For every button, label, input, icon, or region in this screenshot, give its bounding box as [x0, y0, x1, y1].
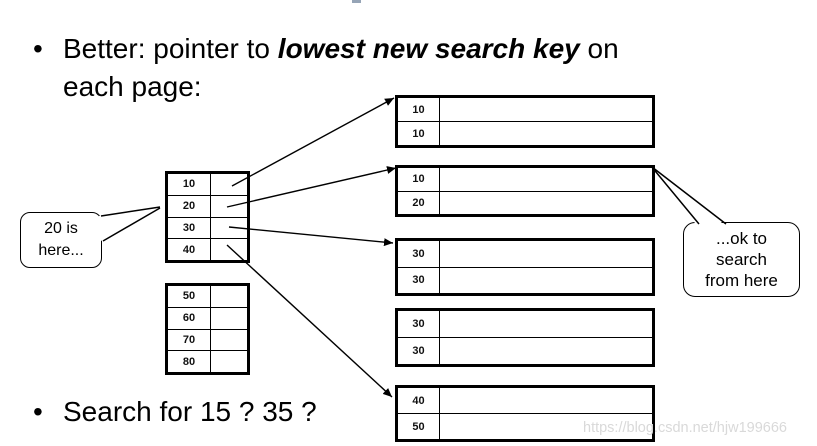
callout-text: search: [715, 250, 768, 269]
table-row: 70: [168, 329, 247, 352]
key-cell: 30: [398, 311, 440, 337]
table-row: 30: [398, 311, 652, 338]
watermark: https://blog.csdn.net/hjw199666: [583, 420, 787, 436]
record-cell: [440, 268, 652, 294]
pointer-cell: [211, 218, 247, 239]
table-row: 30: [398, 241, 652, 268]
key-cell: 50: [398, 414, 440, 439]
table-row: 60: [168, 307, 247, 330]
record-cell: [440, 98, 652, 121]
key-cell: 20: [398, 191, 440, 214]
search-question: Search for 15 ? 35 ?: [63, 396, 317, 427]
table-row: 80: [168, 351, 247, 372]
page-title: Better: pointer to lowest new search key…: [63, 30, 619, 106]
table-row: 10: [398, 98, 652, 122]
table-row: 30: [398, 267, 652, 294]
key-cell: 40: [168, 239, 211, 260]
callout-text: here...: [38, 242, 84, 259]
table-row: 10: [398, 168, 652, 192]
key-cell: 30: [398, 241, 440, 267]
leaf-page-5: 40 50: [395, 385, 655, 442]
table-row: 50: [168, 286, 247, 308]
callout-tail-left-outline: [100, 206, 161, 242]
record-cell: [440, 241, 652, 267]
table-row: 30: [168, 217, 247, 240]
table-row: 50: [398, 414, 652, 439]
arrow-key10: [231, 97, 395, 187]
callout-tail-right: [651, 166, 727, 227]
key-cell: 10: [398, 168, 440, 191]
index-page-bottom: 50 60 70 80: [165, 283, 250, 375]
key-cell: 50: [168, 286, 211, 307]
title-prefix: Better: pointer to: [63, 33, 278, 64]
key-cell: 40: [398, 388, 440, 413]
record-cell: [440, 338, 652, 364]
leaf-page-3: 30 30: [395, 238, 655, 296]
key-cell: 60: [168, 307, 211, 329]
callout-text: ...ok to: [715, 229, 768, 248]
table-row: 10: [398, 122, 652, 145]
callout-20-is-here: 20 is here...: [20, 212, 102, 268]
table-row: 40: [398, 388, 652, 414]
bullet-icon: •: [33, 396, 43, 427]
index-page-top: 10 20 30 40: [165, 171, 250, 263]
record-cell: [440, 168, 652, 191]
table-row: 20: [398, 191, 652, 215]
callout-text: 20 is: [44, 220, 78, 237]
key-cell: 10: [168, 174, 211, 195]
table-row: 10: [168, 174, 247, 196]
key-cell: 80: [168, 351, 211, 372]
arrow-key30: [228, 226, 394, 247]
key-cell: 30: [168, 217, 211, 239]
pointer-cell: [211, 196, 247, 217]
title-suffix: on: [579, 33, 619, 64]
key-cell: 70: [168, 329, 211, 351]
pointer-cell: [211, 308, 247, 329]
leaf-page-4: 30 30: [395, 308, 655, 367]
callout-tail-left: [99, 207, 160, 241]
leaf-page-1: 10 10: [395, 95, 655, 148]
title-emphasis: lowest new search key: [277, 33, 580, 64]
table-row: 20: [168, 195, 247, 218]
record-cell: [440, 388, 652, 413]
record-cell: [440, 311, 652, 337]
pointer-cell: [211, 286, 247, 307]
key-cell: 10: [398, 122, 440, 145]
pointer-cell: [211, 351, 247, 372]
table-row: 30: [398, 338, 652, 364]
key-cell: 30: [398, 338, 440, 364]
leaf-page-2: 10 20: [395, 165, 655, 217]
callout-tail-right-outline: [650, 165, 727, 225]
arrow-key20: [226, 166, 397, 208]
pointer-cell: [211, 330, 247, 351]
title-line2: each page:: [63, 71, 202, 102]
arrow-key40: [226, 244, 393, 398]
callout-text: from here: [705, 271, 778, 290]
record-cell: [440, 122, 652, 145]
artifact-mark: [352, 0, 361, 3]
pointer-cell: [211, 174, 247, 195]
record-cell: [440, 192, 652, 215]
key-cell: 10: [398, 98, 440, 121]
callout-ok-to-search: ...ok to search from here: [683, 222, 800, 297]
key-cell: 20: [168, 195, 211, 217]
bullet-icon: •: [33, 33, 43, 64]
pointer-cell: [211, 239, 247, 260]
key-cell: 30: [398, 267, 440, 293]
table-row: 40: [168, 239, 247, 260]
